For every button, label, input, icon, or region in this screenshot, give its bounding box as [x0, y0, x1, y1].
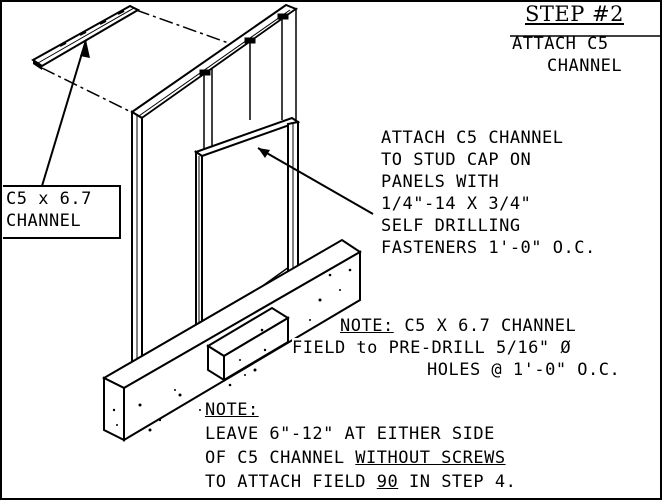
predrill-note-line1-rest: C5 X 6.7 CHANNEL: [393, 316, 577, 336]
channel-label-line2: CHANNEL: [6, 211, 82, 231]
leave-note-line3-c: IN STEP 4.: [398, 472, 517, 492]
leave-note-word: NOTE:: [205, 400, 259, 420]
attach-note-line-6: FASTENERS 1'-0" O.C.: [381, 238, 596, 258]
leave-note-line3-a: TO ATTACH FIELD: [205, 472, 377, 492]
attach-note-line-2: TO STUD CAP ON: [381, 150, 532, 170]
leave-note-line-2: OF C5 CHANNEL WITHOUT SCREWS: [205, 448, 506, 469]
step-subtitle-line1: ATTACH C5: [512, 34, 609, 54]
leave-note-line3-b: 90: [376, 472, 399, 492]
attach-note-line-1: ATTACH C5 CHANNEL: [381, 128, 564, 148]
wall-panels: [130, 3, 301, 374]
leave-note-line2-b: WITHOUT SCREWS: [355, 448, 506, 468]
attach-note-line-4: 1/4"-14 X 3/4": [381, 194, 532, 214]
step-subtitle-line2: CHANNEL: [547, 56, 623, 76]
predrill-note-line-2: FIELD to PRE-DRILL 5/16" Ø: [292, 338, 572, 359]
leader-lines: [41, 39, 374, 215]
predrill-note-word: NOTE:: [340, 316, 394, 336]
concrete-base: [101, 238, 362, 442]
predrill-note-line-3: HOLES @ 1'-0" O.C.: [427, 360, 621, 380]
loose-channel: [31, 4, 141, 70]
leave-note-line-3: TO ATTACH FIELD 90 IN STEP 4.: [205, 472, 516, 493]
leave-note-line2-a: OF C5 CHANNEL: [205, 448, 356, 468]
attach-note-line-5: SELF DRILLING: [381, 216, 521, 236]
leave-note-line-1: LEAVE 6"-12" AT EITHER SIDE: [205, 424, 495, 444]
predrill-note-line-1: NOTE: C5 X 6.7 CHANNEL: [340, 316, 576, 337]
channel-label-box: [3, 185, 121, 239]
attach-note-line-3: PANELS WITH: [381, 172, 500, 192]
step-title: STEP #2: [525, 2, 624, 26]
channel-label-line1: C5 x 6.7: [6, 189, 92, 209]
arrowheads: [80, 40, 270, 158]
